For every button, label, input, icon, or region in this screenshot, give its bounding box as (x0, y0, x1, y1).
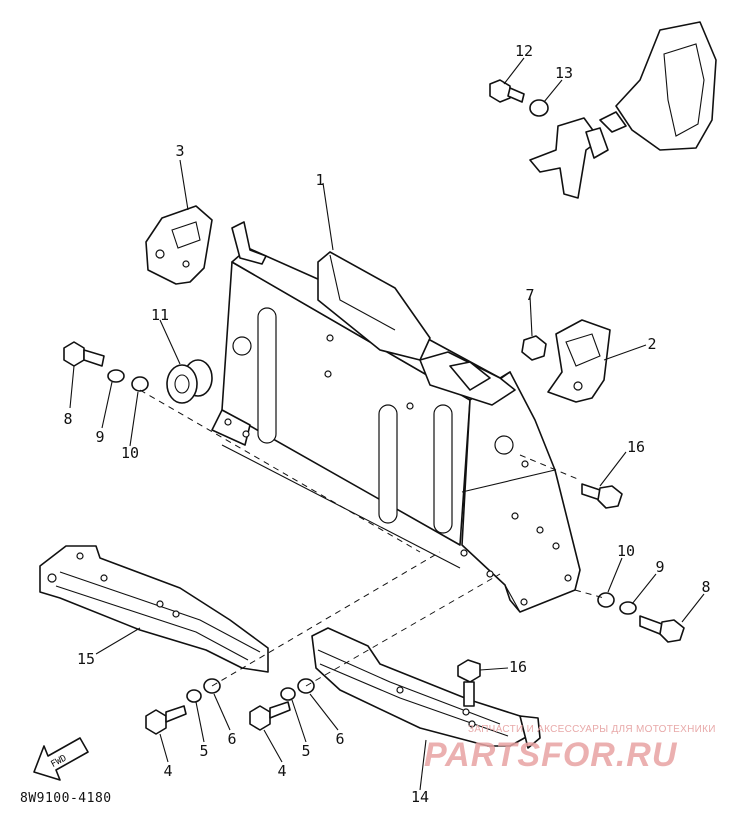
callout-12: 12 (515, 42, 533, 60)
washer-10-left-part (131, 376, 149, 392)
callout-4-left: 4 (163, 762, 172, 780)
alignment-line (574, 589, 605, 599)
right-bracket-part (547, 319, 611, 403)
callout-16-upper: 16 (627, 438, 645, 456)
callout-6-left: 6 (227, 730, 236, 748)
drawing-code: 8W9100-4180 (20, 791, 112, 806)
bolt-16-lower-part (457, 659, 481, 707)
main-frame-part (211, 221, 581, 613)
bolt-8-right-part (639, 615, 685, 643)
leader-lines (69, 57, 705, 791)
washer-10-right-part (597, 592, 615, 608)
watermark-logo: PARTSFOR.RU (424, 736, 678, 774)
right-rail-part (311, 627, 541, 749)
callout-7: 7 (525, 286, 534, 304)
alignment-line (305, 573, 501, 687)
washer-13-part (529, 99, 549, 117)
callout-14: 14 (411, 788, 429, 806)
alignment-line (139, 389, 421, 553)
callout-labels: 1 2 3 4 4 5 5 6 6 7 8 8 9 9 10 10 11 12 … (63, 42, 710, 806)
callout-16-lower: 16 (509, 658, 527, 676)
callout-9-left: 9 (95, 428, 104, 446)
callout-10-right: 10 (617, 542, 635, 560)
callout-3: 3 (175, 142, 184, 160)
washer-5-left-part (186, 689, 202, 703)
callout-6-right: 6 (335, 730, 344, 748)
callout-5-right: 5 (301, 742, 310, 760)
callout-8-right: 8 (701, 578, 710, 596)
washer-5-right-part (280, 687, 296, 701)
forward-arrow-icon: FWD (33, 737, 89, 781)
handle-bracket-part (529, 21, 717, 199)
callout-10-left: 10 (121, 444, 139, 462)
callout-1: 1 (315, 171, 324, 189)
watermark-tagline: ЗАПЧАСТИ И АКСЕССУАРЫ ДЛЯ МОТОТЕХНИКИ (468, 724, 716, 735)
callout-5-left: 5 (199, 742, 208, 760)
callout-8-left: 8 (63, 410, 72, 428)
left-rail-part (39, 545, 269, 673)
bolt-12-part (489, 79, 525, 103)
bolt-4-left-part (145, 705, 187, 735)
bolt-8-left-part (63, 341, 105, 367)
callout-4-right: 4 (277, 762, 286, 780)
nut-7-part (521, 335, 547, 361)
callout-9-right: 9 (655, 558, 664, 576)
callout-11: 11 (151, 306, 169, 324)
bolt-16-upper-part (581, 483, 623, 509)
rubber-damper-part (166, 359, 213, 404)
callout-2: 2 (647, 335, 656, 353)
alignment-line (211, 551, 441, 687)
callout-15: 15 (77, 650, 95, 668)
bolt-4-right-part (249, 701, 291, 731)
left-bracket-part (145, 205, 213, 285)
callout-13: 13 (555, 64, 573, 82)
washer-9-right-part (619, 601, 637, 615)
washer-9-left-part (107, 369, 125, 383)
